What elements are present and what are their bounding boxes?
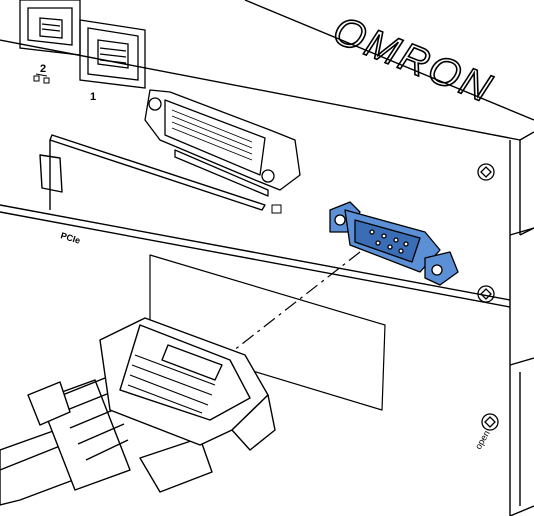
ethernet-port-1-label: 1 xyxy=(90,91,96,103)
brand-logo: OMRON xyxy=(326,7,500,112)
ethernet-port-2-label: 2 xyxy=(40,63,46,75)
open-label: open xyxy=(473,429,492,451)
chassis-bottom xyxy=(509,357,534,516)
pcie-slot-cover xyxy=(39,134,386,411)
connection-guide-line xyxy=(214,251,361,366)
dsub-cable-plug xyxy=(0,317,276,506)
serial-port-icon xyxy=(271,204,282,214)
pcie-label: PCIe xyxy=(59,230,81,245)
network-icon xyxy=(33,73,50,84)
serial-port-highlight xyxy=(329,201,459,286)
chassis-middle xyxy=(0,204,534,308)
ethernet-port-2 xyxy=(19,0,81,56)
dvi-port xyxy=(144,89,301,197)
ethernet-port-1 xyxy=(79,19,146,89)
svg-text:OMRON: OMRON xyxy=(327,8,500,112)
screw-icon xyxy=(477,163,499,431)
